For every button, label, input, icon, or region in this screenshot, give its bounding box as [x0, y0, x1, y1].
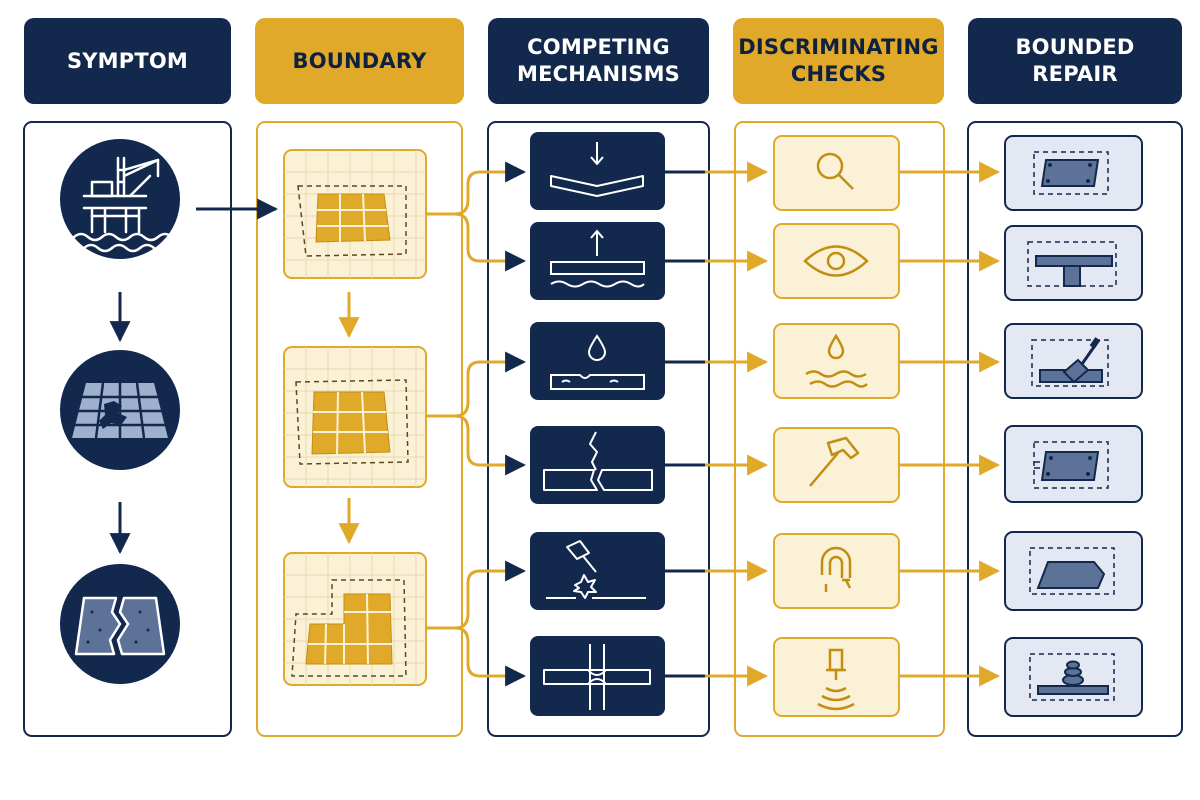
crack-fracture-icon [543, 431, 653, 491]
repair-card-6 [1004, 637, 1143, 717]
upward-heave-icon [550, 229, 645, 288]
check-card-6 [773, 637, 900, 717]
header-bounded-repair-label: BOUNDED REPAIR [1015, 35, 1135, 86]
header-competing-mechanisms: COMPETING MECHANISMS [488, 18, 709, 104]
header-bounded-repair: BOUNDED REPAIR [968, 18, 1182, 104]
impact-hammer-icon [546, 540, 646, 599]
magnifier-icon [816, 152, 854, 190]
repair-card-2 [1004, 225, 1143, 301]
check-card-1 [773, 135, 900, 211]
header-discriminating-checks-label: DISCRIMINATING CHECKS [738, 35, 939, 86]
patch-plate-icon [1033, 151, 1109, 195]
check-to-repair-arrows [899, 161, 1001, 687]
joint-cross-section-icon [543, 644, 651, 710]
mechanism-card-3 [530, 322, 665, 400]
support-beam-icon [1027, 241, 1117, 287]
downward-load-deflection-icon [550, 142, 644, 197]
mechanism-to-check-arrows [665, 161, 769, 687]
repair-card-5 [1004, 531, 1143, 611]
check-card-5 [773, 533, 900, 609]
header-boundary-label: BOUNDARY [292, 48, 427, 73]
repair-card-1 [1004, 135, 1143, 211]
mechanism-card-4 [530, 426, 665, 504]
boundary-card-2 [283, 346, 427, 488]
mechanism-card-5 [530, 532, 665, 610]
ultrasonic-probe-icon [817, 648, 855, 711]
header-boundary: BOUNDARY [255, 18, 464, 104]
offshore-platform-icon [60, 139, 180, 259]
eye-icon [803, 245, 869, 277]
trowel-resurface-icon [1031, 337, 1109, 387]
mechanism-card-1 [530, 132, 665, 210]
header-discriminating-checks: DISCRIMINATING CHECKS [733, 18, 944, 104]
header-symptom: SYMPTOM [24, 18, 231, 104]
cracked-tile-grid-icon [60, 350, 180, 470]
mechanism-card-6 [530, 636, 665, 716]
boundary-card-1 [283, 149, 427, 279]
boundary-card-3 [283, 552, 427, 686]
water-infiltration-icon [550, 334, 645, 390]
bolted-plate-icon [1033, 441, 1109, 489]
magnet-icon [820, 546, 852, 592]
repair-card-4 [1004, 425, 1143, 503]
water-drop-test-icon [805, 333, 868, 388]
fractured-slab-icon [60, 564, 180, 684]
repair-card-3 [1004, 323, 1143, 399]
header-symptom-label: SYMPTOM [66, 48, 189, 73]
mechanism-card-2 [530, 222, 665, 300]
check-card-2 [773, 223, 900, 299]
boundary-to-mechanism-arrows [426, 161, 527, 687]
header-competing-mechanisms-label: COMPETING MECHANISMS [516, 35, 681, 86]
weld-bead-icon [1029, 653, 1115, 701]
section-replacement-icon [1029, 547, 1115, 595]
hammer-sounding-icon [809, 436, 860, 487]
check-card-3 [773, 323, 900, 399]
check-card-4 [773, 427, 900, 503]
